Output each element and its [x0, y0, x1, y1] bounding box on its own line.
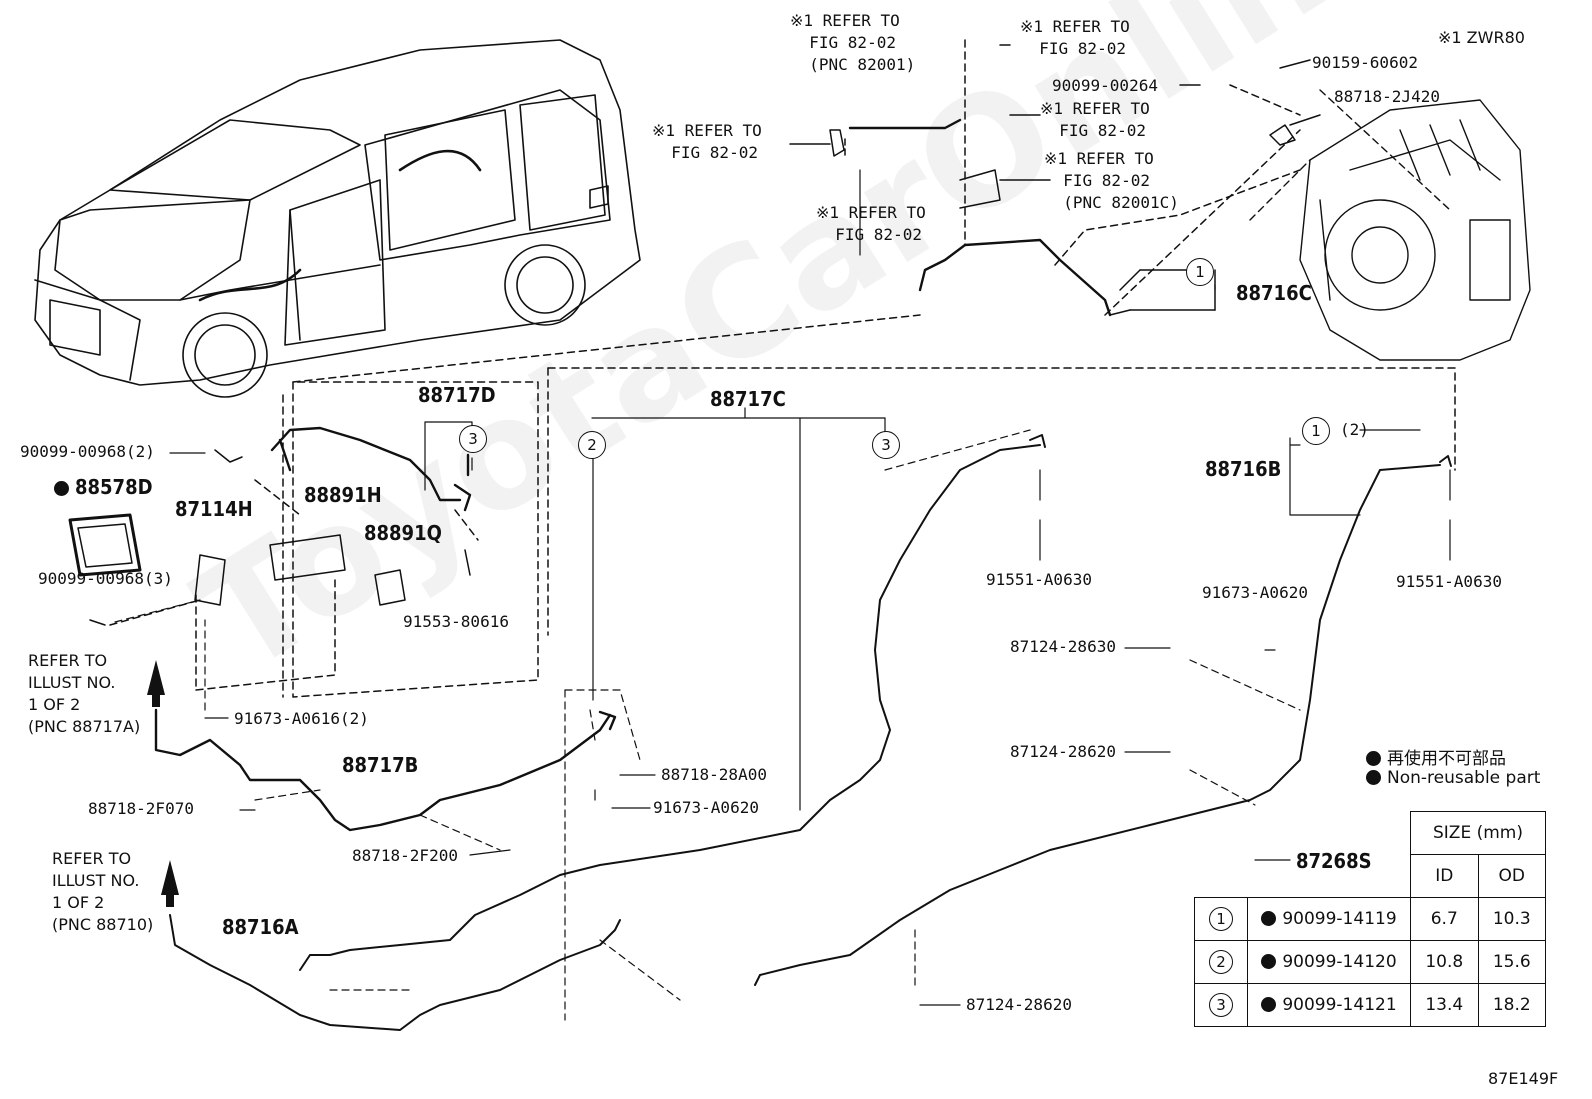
part-number: 90099-14121 [1282, 995, 1397, 1015]
refer-label-left-mid: ※1 REFER TO FIG 82-02 [652, 121, 762, 162]
part-label: 90159-60602 [1312, 53, 1418, 72]
refer-label-top-center-2: ※1 REFER TO FIG 82-02 [1020, 17, 1130, 58]
part-label: 88717D [418, 383, 496, 407]
part-label: 88718-2J420 [1334, 87, 1440, 106]
part-label: 88717C [710, 387, 786, 411]
size-header: SIZE (mm) [1410, 811, 1546, 855]
part-label: 88891H [304, 483, 382, 507]
non-reusable-dot-icon [1261, 954, 1277, 969]
hvac-unit [1249, 89, 1531, 361]
id-value: 6.7 [1410, 897, 1479, 941]
part-label: 90099-00968(3) [38, 569, 173, 588]
part-label: 88716C [1236, 281, 1312, 305]
part-label: 91551-A0630 [1396, 572, 1502, 591]
circle-ref-2: 2 [1209, 950, 1233, 974]
legend-text: 再使用不可部品 [1387, 749, 1506, 769]
assembly-dashed-box [109, 314, 1456, 698]
brackets-left [68, 449, 471, 626]
non-reusable-dot-icon [54, 481, 69, 496]
legend-jp: 再使用不可部品 [1366, 744, 1506, 769]
vehicle-illustration [34, 39, 641, 398]
part-label: 88716B [1205, 457, 1282, 481]
pipe-88716A [169, 914, 621, 1031]
part-label: 87124-28630 [1010, 637, 1116, 656]
bullet-icon [1366, 770, 1381, 785]
pipe-88716B [754, 455, 1452, 986]
circle-ref-1: 1 [1209, 907, 1233, 931]
upper-pipe-assembly [789, 39, 1321, 317]
legend-en: Non-reusable part [1366, 768, 1540, 788]
part-label: 88716A [222, 915, 299, 939]
legend-text: Non-reusable part [1387, 768, 1541, 788]
circle-ref-3: 3 [459, 425, 487, 453]
pipe-88717D [270, 426, 472, 512]
part-label: 91673-A0616(2) [234, 709, 369, 728]
leader-lines [114, 169, 1451, 1021]
part-label: 87124-28620 [966, 995, 1072, 1014]
circle-ref-2: 2 [578, 431, 606, 459]
part-label: 90099-00968(2) [20, 442, 155, 461]
non-reusable-dot-icon [1261, 997, 1277, 1012]
part-number: 88578D [75, 475, 153, 499]
size-table: SIZE (mm) ID OD 1 90099-14119 6.7 10.3 2… [1194, 811, 1546, 1027]
id-value: 10.8 [1410, 940, 1479, 984]
part-label: 88718-2F200 [352, 846, 458, 865]
refer-label-mid-low: ※1 REFER TO FIG 82-02 [816, 203, 926, 244]
part-label: 91673-A0620 [653, 798, 759, 817]
part-label: 88717B [342, 753, 419, 777]
part-label: (2) [1340, 420, 1369, 439]
part-label: 91553-80616 [403, 612, 509, 631]
col-id: ID [1410, 854, 1479, 898]
refer-label-top-center-1: ※1 REFER TO FIG 82-02 (PNC 82001) [790, 11, 916, 74]
refer-illust-upper: REFER TO ILLUST NO. 1 OF 2 (PNC 88717A) [28, 651, 141, 736]
id-value: 13.4 [1410, 983, 1479, 1027]
part-label: 87114H [175, 497, 253, 521]
circle-ref-1: 1 [1302, 417, 1330, 445]
part-label-non-reusable: 88578D [54, 476, 153, 498]
part-label: 87124-28620 [1010, 742, 1116, 761]
refer-illust-lower: REFER TO ILLUST NO. 1 OF 2 (PNC 88710) [52, 849, 154, 934]
part-number: 90099-14119 [1282, 909, 1397, 929]
circle-ref-3: 3 [872, 431, 900, 459]
col-od: OD [1477, 854, 1546, 898]
bullet-icon [1366, 751, 1381, 766]
part-label: 88718-28A00 [661, 765, 767, 784]
table-row: 2 90099-14120 10.8 15.6 [1194, 940, 1546, 984]
table-row: 1 90099-14119 6.7 10.3 [1194, 897, 1546, 941]
pipe-88717B [154, 708, 617, 832]
model-note: ※1 ZWR80 [1438, 28, 1525, 47]
od-value: 10.3 [1477, 897, 1546, 941]
refer-arrows [147, 660, 179, 907]
part-label: 91673-A0620 [1202, 583, 1308, 602]
part-label: 87268S [1296, 849, 1372, 873]
od-value: 18.2 [1477, 983, 1546, 1027]
circle-ref-1: 1 [1186, 258, 1214, 286]
part-label: 88891Q [364, 521, 442, 545]
table-row: 3 90099-14121 13.4 18.2 [1194, 983, 1546, 1027]
part-number: 90099-14120 [1282, 952, 1397, 972]
refer-label-right-2: ※1 REFER TO FIG 82-02 (PNC 82001C) [1044, 149, 1179, 212]
pipe-88717C [299, 434, 1046, 971]
part-label: 91551-A0630 [986, 570, 1092, 589]
figure-code: 87E149F [1488, 1069, 1559, 1088]
part-label: 88718-2F070 [88, 799, 194, 818]
part-label: 90099-00264 [1052, 76, 1158, 95]
circle-ref-3: 3 [1209, 993, 1233, 1017]
refer-label-right-1: ※1 REFER TO FIG 82-02 [1040, 99, 1150, 140]
od-value: 15.6 [1477, 940, 1546, 984]
non-reusable-dot-icon [1261, 911, 1277, 926]
